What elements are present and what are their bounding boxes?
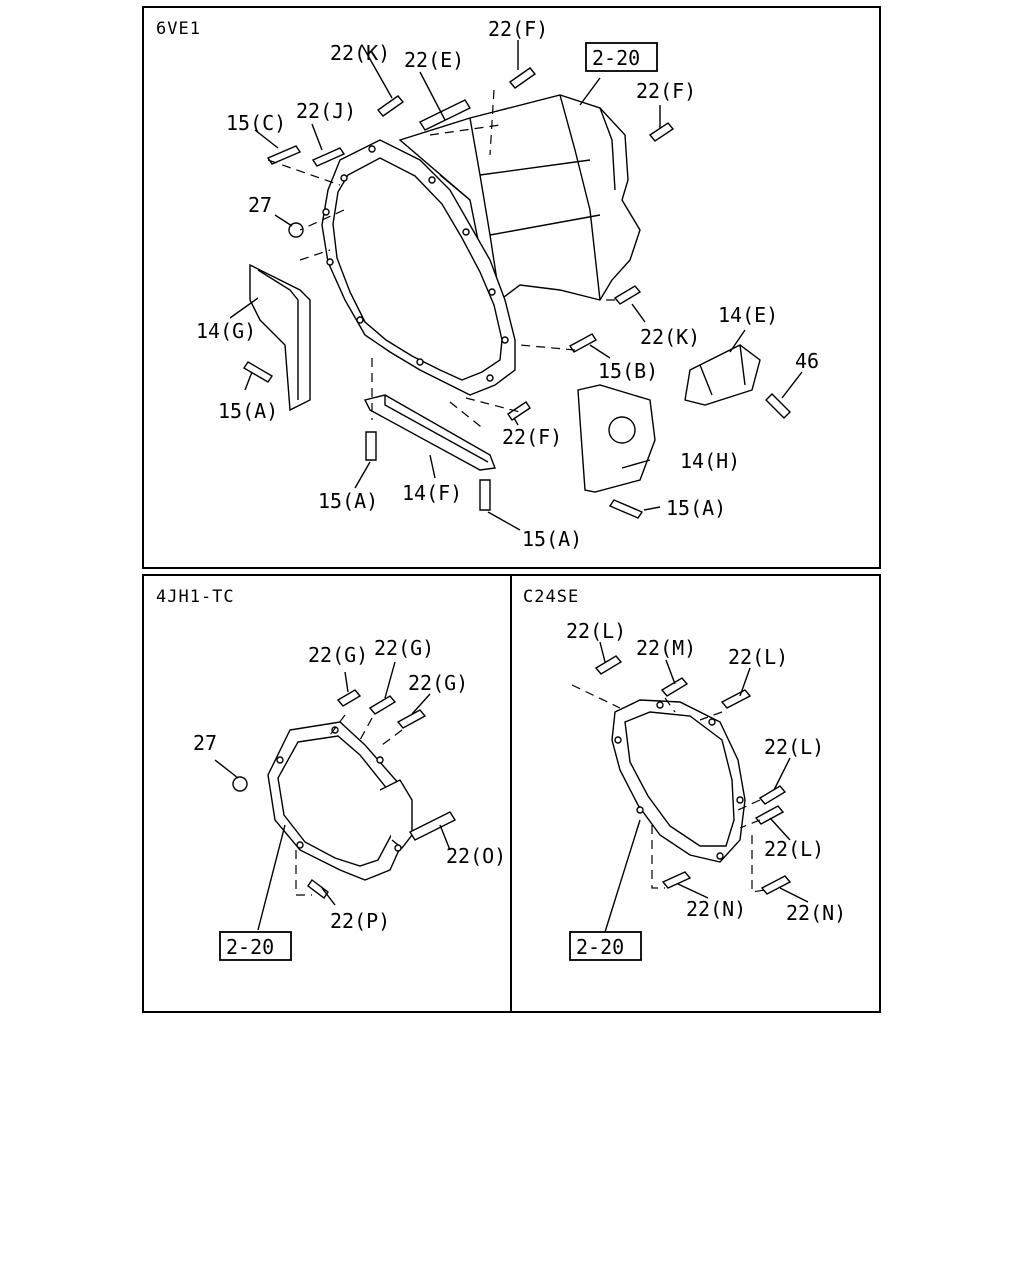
callout-label: 22(G) bbox=[374, 636, 434, 660]
callout-label: 46 bbox=[795, 349, 819, 373]
callout-label: 22(K) bbox=[640, 325, 700, 349]
callout-label: 22(F) bbox=[488, 17, 548, 41]
callout-label: 22(L) bbox=[764, 735, 824, 759]
callout-label: 14(F) bbox=[402, 481, 462, 505]
panel-title-c24se: C24SE bbox=[523, 587, 579, 607]
callout-label: 14(E) bbox=[718, 303, 778, 327]
callout-label: 22(L) bbox=[764, 837, 824, 861]
callout-label: 15(C) bbox=[226, 111, 286, 135]
callout-label: 22(L) bbox=[566, 619, 626, 643]
callout-label: 15(A) bbox=[666, 496, 726, 520]
callout-label: 2-20 bbox=[226, 935, 274, 959]
callout-label: 22(N) bbox=[786, 901, 846, 925]
callout-label: 15(B) bbox=[598, 359, 658, 383]
callout-label: 15(A) bbox=[522, 527, 582, 551]
callout-label: 22(F) bbox=[502, 425, 562, 449]
leader-lines bbox=[571, 641, 809, 933]
callout-label: 22(K) bbox=[330, 41, 390, 65]
callout-label: 14(H) bbox=[680, 449, 740, 473]
bracket-14e bbox=[684, 344, 761, 406]
callout-label: 2-20 bbox=[576, 935, 624, 959]
bracket-14f bbox=[363, 394, 496, 471]
callout-label: 15(A) bbox=[318, 489, 378, 513]
callout-label: 2-20 bbox=[592, 46, 640, 70]
bolt-icon bbox=[594, 655, 792, 895]
callout-label: 27 bbox=[248, 193, 272, 217]
callout-label: 22(G) bbox=[308, 643, 368, 667]
bracket-14h bbox=[577, 384, 656, 493]
bolt-icon bbox=[243, 67, 791, 519]
leader-lines bbox=[229, 40, 803, 531]
reference-box-2-20 bbox=[585, 42, 658, 72]
panel-title-6ve1: 6VE1 bbox=[156, 19, 201, 39]
adapter-plate-c24se bbox=[611, 699, 746, 863]
callout-label: 22(L) bbox=[728, 645, 788, 669]
callout-label: 22(M) bbox=[636, 636, 696, 660]
adapter-plate-4jh1 bbox=[267, 721, 413, 881]
callout-labels-top: 22(K) 22(E) 22(F) 2-20 22(F) 15(C) 22(J)… bbox=[196, 17, 819, 551]
bolt-icon bbox=[232, 689, 457, 900]
panel-frame-top bbox=[142, 6, 881, 569]
callout-label: 14(G) bbox=[196, 319, 256, 343]
callout-label: 22(N) bbox=[686, 897, 746, 921]
callout-label: 15(A) bbox=[218, 399, 278, 423]
callout-label: 22(O) bbox=[446, 844, 506, 868]
bracket-14g bbox=[249, 263, 311, 412]
callout-label: 22(E) bbox=[404, 48, 464, 72]
reference-box-2-20 bbox=[219, 931, 292, 961]
callout-label: 22(J) bbox=[296, 99, 356, 123]
callout-labels-bottom-right: 22(L) 22(M) 22(L) 22(L) 22(L) 22(N) 22(N… bbox=[566, 619, 846, 959]
transmission-case-drawing bbox=[321, 94, 641, 396]
reference-box-2-20 bbox=[569, 931, 642, 961]
callout-label: 27 bbox=[193, 731, 217, 755]
callout-labels-bottom-left: 22(G) 22(G) 22(G) 27 22(O) 22(P) 2-20 bbox=[193, 636, 506, 959]
callout-label: 22(P) bbox=[330, 909, 390, 933]
callout-label: 22(F) bbox=[636, 79, 696, 103]
leader-lines bbox=[214, 661, 451, 931]
callout-label: 22(G) bbox=[408, 671, 468, 695]
panel-title-4jh1-tc: 4JH1-TC bbox=[156, 587, 235, 607]
